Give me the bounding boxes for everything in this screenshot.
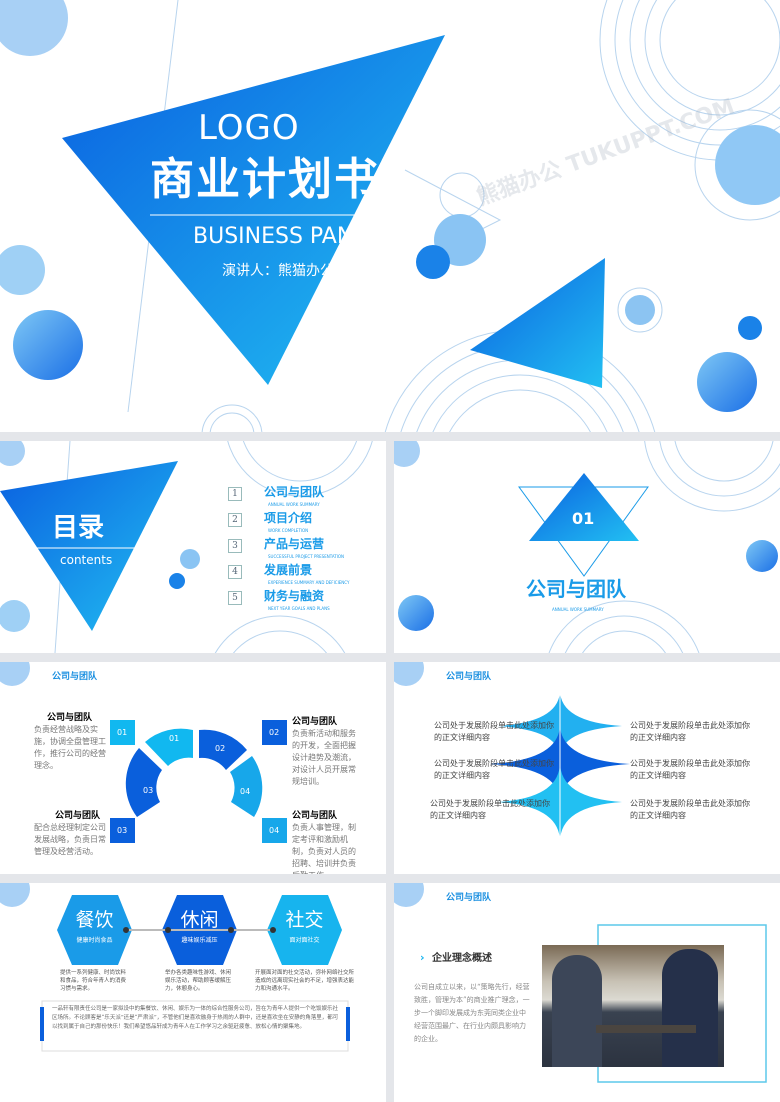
hex-text: 举办各类趣味性游戏、休闲娱乐活动，帮助顾客缓解压力，休憩身心。 (165, 970, 232, 992)
toc-en: ANNUAL WORK SUMMARY (268, 502, 320, 507)
meeting-photo (542, 945, 724, 1067)
stage-text: 公司处于发展阶段单击此处添加你的正文详细内容 (434, 759, 554, 780)
company-paragraph: 一品轩有限责任公司是一家拟设中的集餐饮、休闲、娱乐为一体的综合性服务公司，旨在为… (52, 1006, 339, 1030)
toc-en: WORK COMPLETION (268, 528, 309, 533)
section-en: ANNUAL WORK SUMMARY (552, 607, 604, 612)
toc-num: 4 (228, 565, 242, 579)
toc-num: 5 (228, 591, 242, 605)
arc-label: 01 (169, 734, 180, 743)
section-number: 01 (572, 509, 595, 528)
presenter: 演讲人：熊猫办公 (222, 263, 334, 279)
item-title: 公司与团队 (46, 713, 92, 723)
slide-header: 公司与团队 (446, 893, 492, 903)
hex-sub: 趣味娱乐减压 (181, 937, 218, 944)
team-item: 公司与团队负责人事管理，制定考评和激励机制，负责对人员的招聘、培训并负责后勤工作… (292, 810, 360, 874)
stage-text: 公司处于发展阶段单击此处添加你的正文详细内容 (434, 721, 554, 742)
item-text: 负责新活动和服务的开发，全面把握设计趋势及潮流，对设计人员开展常规培训。 (292, 729, 356, 786)
section-title: 公司与团队 (526, 577, 626, 601)
box-num: 01 (117, 728, 128, 737)
item-title: 公司与团队 (54, 811, 100, 821)
arc-label: 03 (143, 786, 154, 795)
star-diagram (394, 662, 630, 852)
toc-subtitle: contents (60, 553, 113, 567)
chevron-right-icon: › (420, 951, 425, 964)
arc-label: 02 (215, 744, 226, 753)
toc-label: 发展前景 (264, 563, 313, 577)
team-slide: 公司与团队 01 02 03 04 01 02 03 04 公司与团队负责经营战… (0, 662, 386, 874)
toc-en: EXPERIENCE SUMMARY AND DEFICIENCY (268, 580, 350, 585)
toc-label: 公司与团队 (264, 485, 325, 499)
hex-sub: 健康时尚食品 (76, 937, 113, 944)
toc-label: 产品与运营 (264, 537, 325, 551)
toc-num: 3 (228, 539, 242, 553)
box-num: 03 (117, 826, 128, 835)
hex-decoration (0, 883, 350, 1052)
stage-text: 公司处于发展阶段单击此处添加你的正文详细内容 (630, 721, 750, 742)
services-slide: 餐饮健康时尚食品 休闲趣味娱乐减压 社交面对面社交 提供一系列健康、时尚饮料和食… (0, 883, 386, 1102)
hex-item: 餐饮健康时尚食品 (57, 895, 132, 945)
section-decoration (394, 441, 780, 653)
item-title: 公司与团队 (292, 717, 338, 727)
person-left (552, 955, 602, 1067)
toc-label: 财务与融资 (264, 589, 325, 603)
cover-subtitle: BUSINESS PAN (193, 224, 354, 249)
slide-header: 公司与团队 (52, 672, 98, 682)
cover-slide: LOGO 商业计划书 BUSINESS PAN 演讲人：熊猫办公 熊猫办公 TU… (0, 0, 780, 432)
hex-title: 餐饮 (75, 909, 114, 931)
team-item: 公司与团队配合总经理制定公司发展战略，负责日常管理及经营活动。 (34, 810, 108, 858)
team-decoration (0, 662, 287, 843)
philosophy-text: 公司自成立以来，以“策略先行，经营致胜，管理为本”的商业推广理念，一步一个脚印发… (414, 983, 530, 1043)
philosophy-heading: 企业理念概述 (432, 953, 492, 964)
item-title: 公司与团队 (292, 811, 338, 821)
hex-title: 社交 (285, 909, 324, 931)
hex-text: 提供一系列健康、时尚饮料和食品，符合年青人的消费习惯与需求。 (60, 970, 127, 992)
hex-title: 休闲 (180, 909, 219, 931)
item-text: 负责人事管理，制定考评和激励机制，负责对人员的招聘、培训并负责后勤工作。 (292, 823, 356, 874)
arc-label: 04 (240, 787, 251, 796)
stage-text: 公司处于发展阶段单击此处添加你的正文详细内容 (630, 759, 750, 780)
toc-title: 目录 (52, 513, 105, 543)
item-text: 配合总经理制定公司发展战略，负责日常管理及经营活动。 (34, 823, 106, 856)
person-right (662, 949, 718, 1067)
box-num: 02 (269, 728, 280, 737)
cover-title: 商业计划书 (150, 154, 380, 205)
stage-text: 公司处于发展阶段单击此处添加你的正文详细内容 (630, 799, 750, 820)
toc-num: 1 (228, 487, 242, 501)
team-item: 公司与团队负责新活动和服务的开发，全面把握设计趋势及潮流，对设计人员开展常规培训… (292, 716, 360, 788)
toc-label: 项目介绍 (264, 511, 313, 525)
toc-num: 2 (228, 513, 242, 527)
table (596, 1025, 696, 1033)
stage-slide: 公司与团队 公司处于发展阶段单击此处添加你的正文详细内容 公司处于发展阶段单击此… (394, 662, 780, 874)
hex-item: 社交面对面社交 (267, 895, 342, 945)
team-item: 公司与团队负责经营战略及实施，协调全盘管理工作，推行公司的经营理念。 (34, 712, 108, 772)
hex-sub: 面对面社交 (289, 937, 320, 944)
toc-slide: 目录 contents 1 公司与团队 ANNUAL WORK SUMMARY 2 项… (0, 441, 386, 653)
hex-item: 休闲趣味娱乐减压 (162, 895, 237, 945)
section-slide: 01 公司与团队 ANNUAL WORK SUMMARY (394, 441, 780, 653)
logo-text: LOGO (198, 108, 300, 148)
hex-text: 开展面对面的社交活动，弥补网络社交所造成的远离现实社会的不足，增强表达能力和沟通… (255, 970, 355, 992)
toc-en: NEXT YEAR GOALS AND PLANS (268, 606, 330, 611)
stage-text: 公司处于发展阶段单击此处添加你的正文详细内容 (430, 799, 550, 820)
toc-en: SUCCESSFUL PROJECT PRESENTATION (268, 554, 345, 559)
philosophy-slide: 公司与团队 › 企业理念概述 公司自成立以来，以“策略先行，经营致胜，管理为本”… (394, 883, 780, 1102)
cover-decoration (0, 0, 780, 432)
slide-header: 公司与团队 (446, 672, 492, 682)
toc-decoration (0, 441, 373, 653)
box-num: 04 (269, 826, 280, 835)
item-text: 负责经营战略及实施，协调全盘管理工作，推行公司的经营理念。 (34, 725, 106, 770)
